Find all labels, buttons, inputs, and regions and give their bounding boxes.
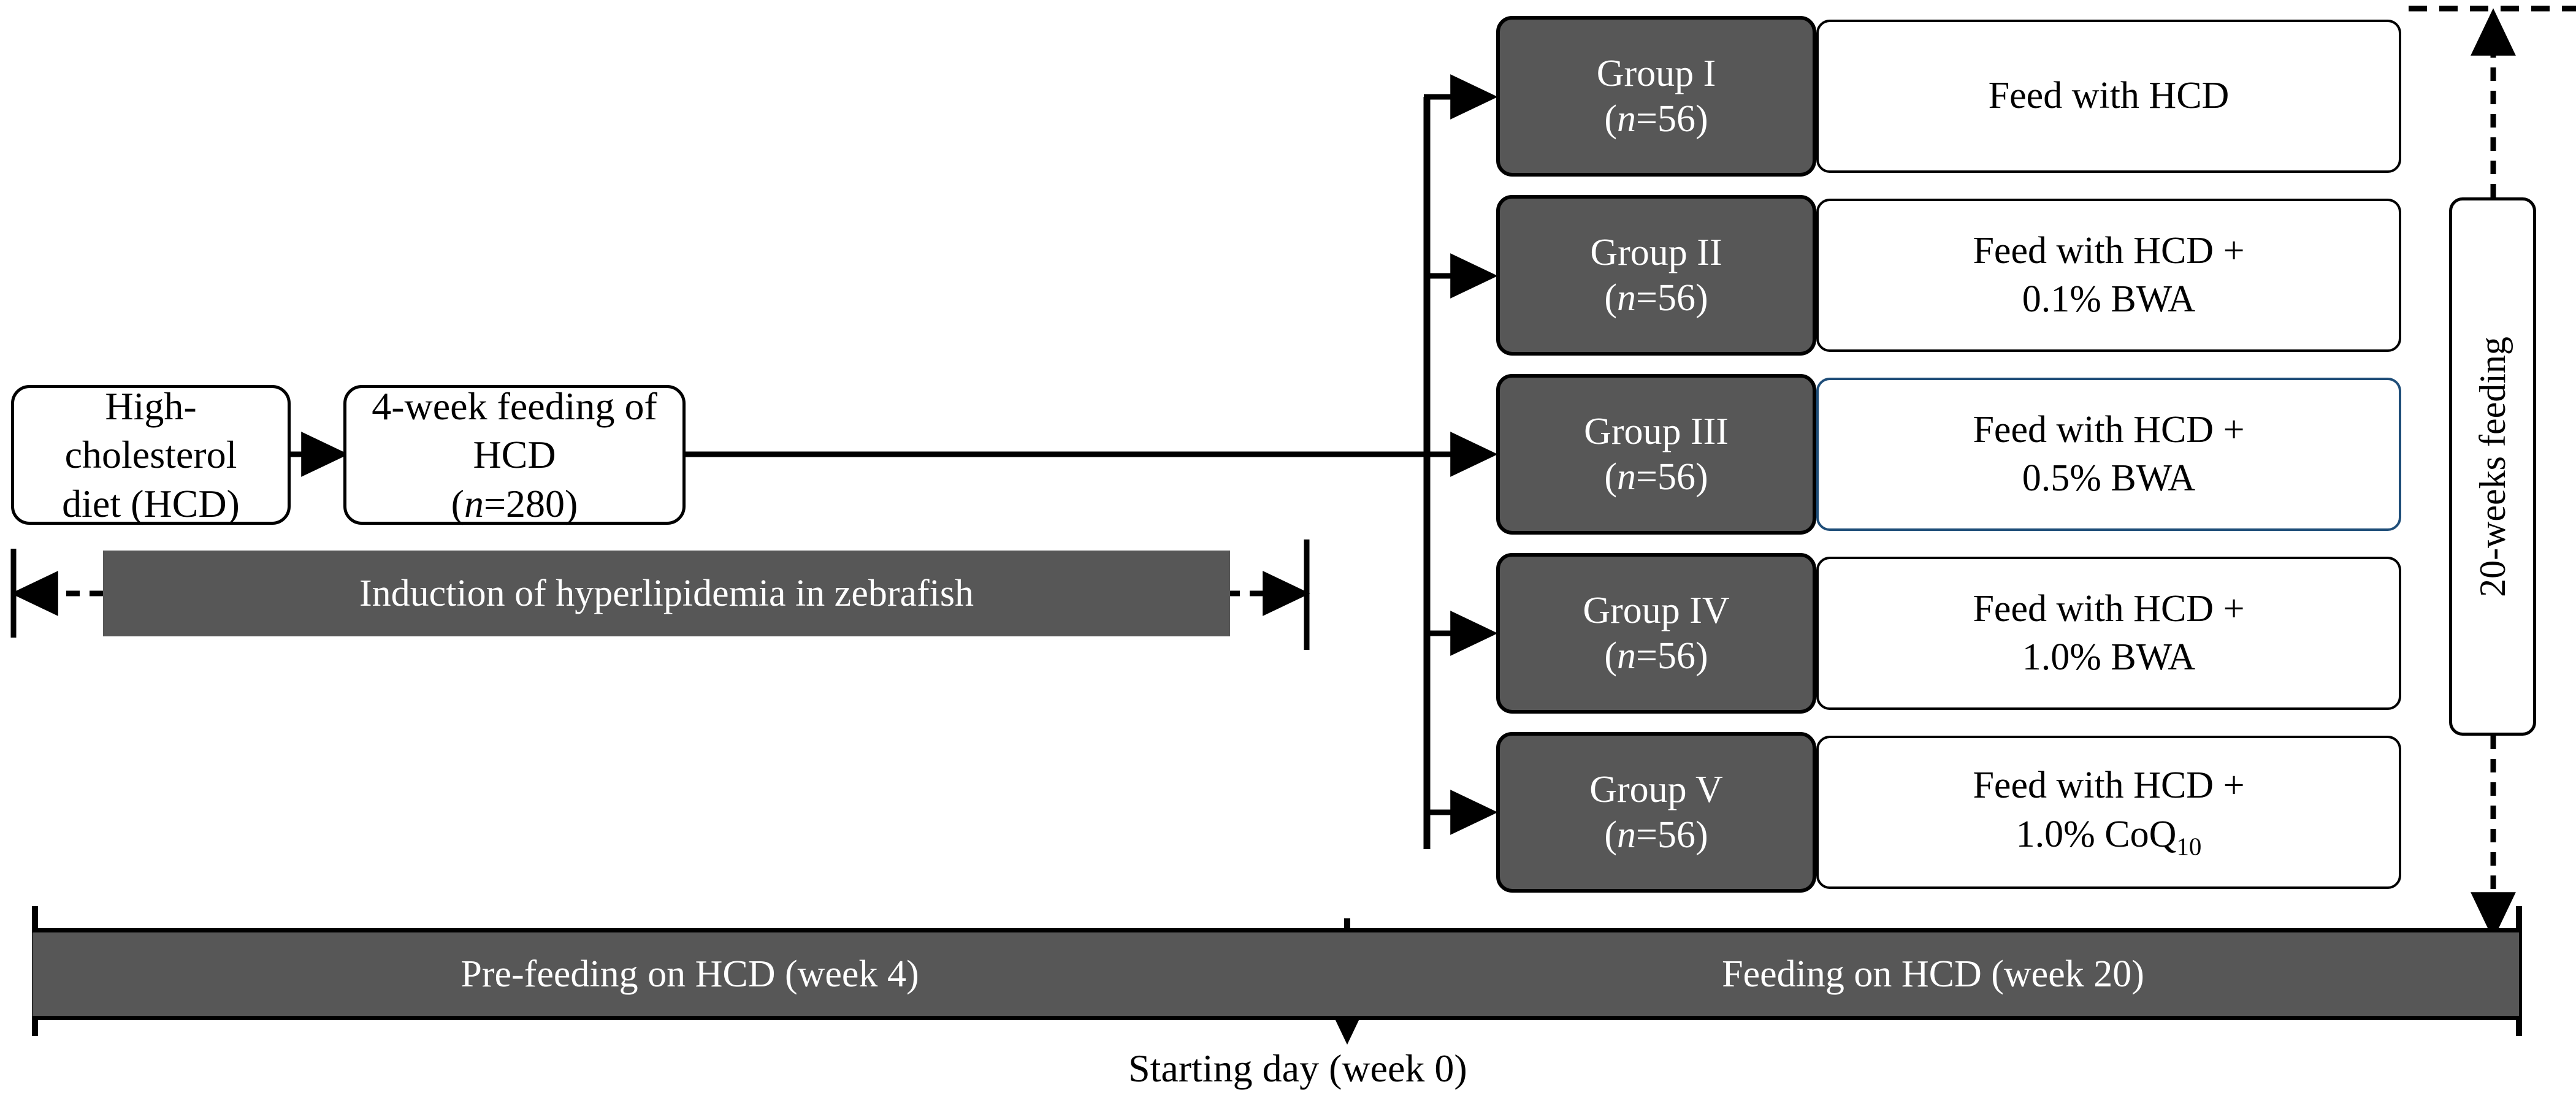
paren-open: ( (1604, 98, 1618, 140)
start-box[interactable]: High-cholesterol diet (HCD) (11, 384, 291, 525)
induction-bar: Induction of hyperlipidemia in zebrafish (103, 551, 1230, 636)
group-tag-3[interactable]: Group III (n=56) (1496, 374, 1816, 535)
group-tag-5-sample-size: (n=56) (1604, 812, 1708, 858)
starting-day-text: Starting day (week 0) (1128, 1046, 1467, 1090)
group-desc-4-line-2: 1.0% BWA (2022, 636, 2196, 678)
group-desc-3-line-2: 0.5% BWA (2022, 457, 2196, 499)
group-desc-3[interactable]: Feed with HCD + 0.5% BWA (1816, 378, 2401, 531)
paren-open: ( (451, 481, 464, 525)
paren-close: ) (565, 481, 578, 525)
paren-close: ) (1695, 635, 1708, 677)
coq-subscript: 10 (2176, 833, 2202, 861)
feeding-box[interactable]: 4-week feeding of HCD (n=280) (343, 384, 686, 528)
start-box-line-2: diet (HCD) (62, 481, 240, 525)
group-tag-4-sample-size: (n=56) (1604, 633, 1708, 679)
duration-label: 20-weeks feeding (2472, 336, 2513, 597)
group-desc-2-line-1: Feed with HCD + (1973, 229, 2245, 272)
coq-label: 1.0% CoQ (2016, 813, 2177, 855)
n-symbol: n (1617, 456, 1637, 498)
group-tag-4[interactable]: Group IV (n=56) (1496, 553, 1816, 714)
group-desc-4-line-1: Feed with HCD + (1973, 587, 2245, 630)
feeding-box-line-1: 4-week feeding of HCD (372, 384, 657, 477)
starting-day-label: Starting day (week 0) (1128, 1046, 1467, 1091)
start-box-line-1: High-cholesterol (64, 384, 237, 477)
group-tag-2-sample-size: (n=56) (1604, 275, 1708, 321)
n-symbol: n (1617, 814, 1637, 856)
timeline-right-label: Feeding on HCD (week 20) (1722, 953, 2144, 995)
group-tag-1[interactable]: Group I (n=56) (1496, 16, 1816, 177)
group-desc-5[interactable]: Feed with HCD + 1.0% CoQ10 (1816, 736, 2401, 889)
group-tag-2[interactable]: Group II (n=56) (1496, 195, 1816, 356)
paren-open: ( (1604, 814, 1618, 856)
n-value: =56 (1636, 814, 1695, 856)
group-tag-1-sample-size: (n=56) (1604, 96, 1708, 142)
group-desc-2[interactable]: Feed with HCD + 0.1% BWA (1816, 199, 2401, 352)
group-desc-1[interactable]: Feed with HCD (1816, 20, 2401, 173)
group-tag-4-name: Group IV (1583, 589, 1730, 631)
group-tag-3-sample-size: (n=56) (1604, 454, 1708, 500)
n-symbol: n (1617, 98, 1637, 140)
duration-capsule[interactable]: 20-weeks feeding (2449, 197, 2536, 736)
group-tag-2-name: Group II (1590, 231, 1722, 273)
group-desc-1-line-1: Feed with HCD (1988, 75, 2230, 117)
n-symbol: n (1617, 277, 1637, 319)
group-desc-4[interactable]: Feed with HCD + 1.0% BWA (1816, 557, 2401, 710)
paren-open: ( (1604, 277, 1618, 319)
group-tag-3-name: Group III (1584, 410, 1729, 452)
n-value: =56 (1636, 456, 1695, 498)
n-value: =56 (1636, 277, 1695, 319)
n-value: =280 (483, 481, 565, 525)
timeline-left-label: Pre-feeding on HCD (week 4) (461, 953, 919, 995)
induction-bar-label: Induction of hyperlipidemia in zebrafish (359, 572, 974, 614)
group-desc-3-line-1: Feed with HCD + (1973, 408, 2245, 451)
n-value: =56 (1636, 98, 1695, 140)
n-symbol: n (464, 481, 484, 525)
paren-open: ( (1604, 456, 1618, 498)
paren-close: ) (1695, 814, 1708, 856)
paren-open: ( (1604, 635, 1618, 677)
group-tag-1-name: Group I (1596, 52, 1716, 94)
group-desc-5-line-2: 1.0% CoQ10 (1973, 810, 2244, 863)
paren-close: ) (1695, 98, 1708, 140)
group-tag-5-name: Group V (1589, 768, 1723, 810)
group-desc-5-line-1: Feed with HCD + (1973, 764, 2245, 807)
paren-close: ) (1695, 277, 1708, 319)
n-symbol: n (1617, 635, 1637, 677)
timeline-left-segment: Pre-feeding on HCD (week 4) (32, 928, 1347, 1020)
n-value: =56 (1636, 635, 1695, 677)
group-desc-2-line-2: 0.1% BWA (2022, 278, 2196, 320)
paren-close: ) (1695, 456, 1708, 498)
feeding-box-sample-size: (n=280) (355, 479, 674, 528)
group-tag-5[interactable]: Group V (n=56) (1496, 732, 1816, 893)
timeline-right-segment: Feeding on HCD (week 20) (1347, 928, 2519, 1020)
